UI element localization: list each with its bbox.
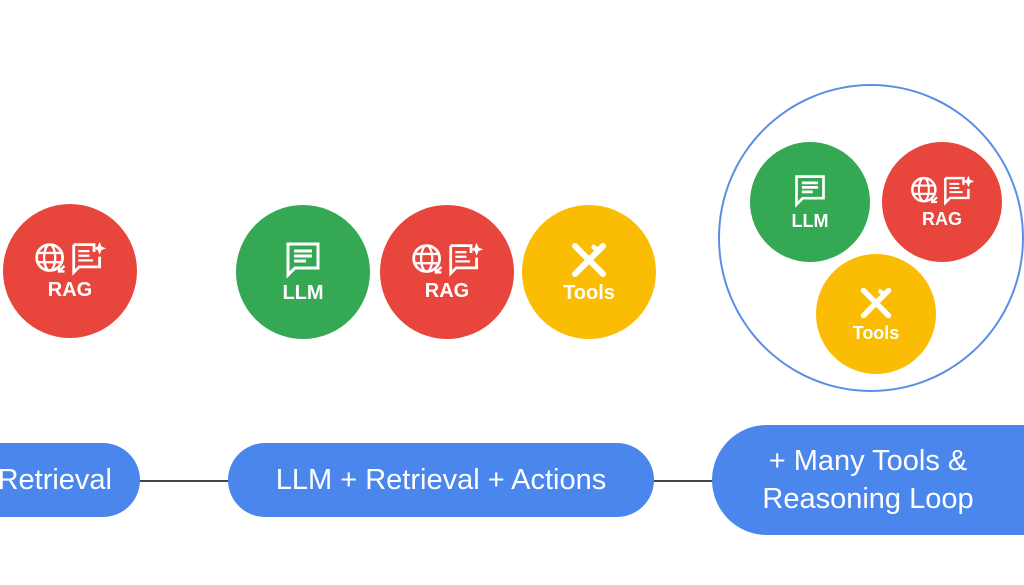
rag-label: RAG xyxy=(424,280,470,302)
tools-label: Tools xyxy=(852,322,900,343)
tools-label: Tools xyxy=(563,281,615,304)
connector-line xyxy=(138,480,230,482)
stage-3-llm-circle: LLM xyxy=(750,142,870,262)
stage-1-label: Retrieval xyxy=(0,464,112,496)
stage-3-label-line1: + Many Tools & xyxy=(768,445,968,477)
tools-icon xyxy=(858,285,894,321)
stage-2-tools-circle: Tools xyxy=(522,205,656,339)
stage-2-label: LLM + Retrieval + Actions xyxy=(275,464,607,496)
stage-1-rag-circle: RAG xyxy=(3,204,137,338)
reasoning-loop-circle xyxy=(718,84,1024,392)
stage-2-llm-circle: LLM xyxy=(236,205,370,339)
llm-label: LLM xyxy=(282,281,324,304)
chat-icon xyxy=(792,173,828,209)
rag-label: RAG xyxy=(47,279,93,301)
globe-document-icon xyxy=(410,241,484,278)
connector-line xyxy=(652,480,714,482)
stage-1-pill: Retrieval xyxy=(0,443,140,517)
llm-label: LLM xyxy=(791,210,829,231)
chat-icon xyxy=(283,240,323,280)
stage-3-pill: + Many Tools & Reasoning Loop xyxy=(712,425,1024,535)
stage-3-label-line2: Reasoning Loop xyxy=(762,483,974,515)
globe-document-icon xyxy=(33,240,107,277)
rag-label: RAG xyxy=(922,209,962,229)
stage-2-pill: LLM + Retrieval + Actions xyxy=(228,443,654,517)
globe-document-icon xyxy=(909,174,975,207)
stage-3-rag-circle: RAG xyxy=(882,142,1002,262)
tools-icon xyxy=(569,240,609,280)
stage-2-rag-circle: RAG xyxy=(380,205,514,339)
stage-3-tools-circle: Tools xyxy=(816,254,936,374)
